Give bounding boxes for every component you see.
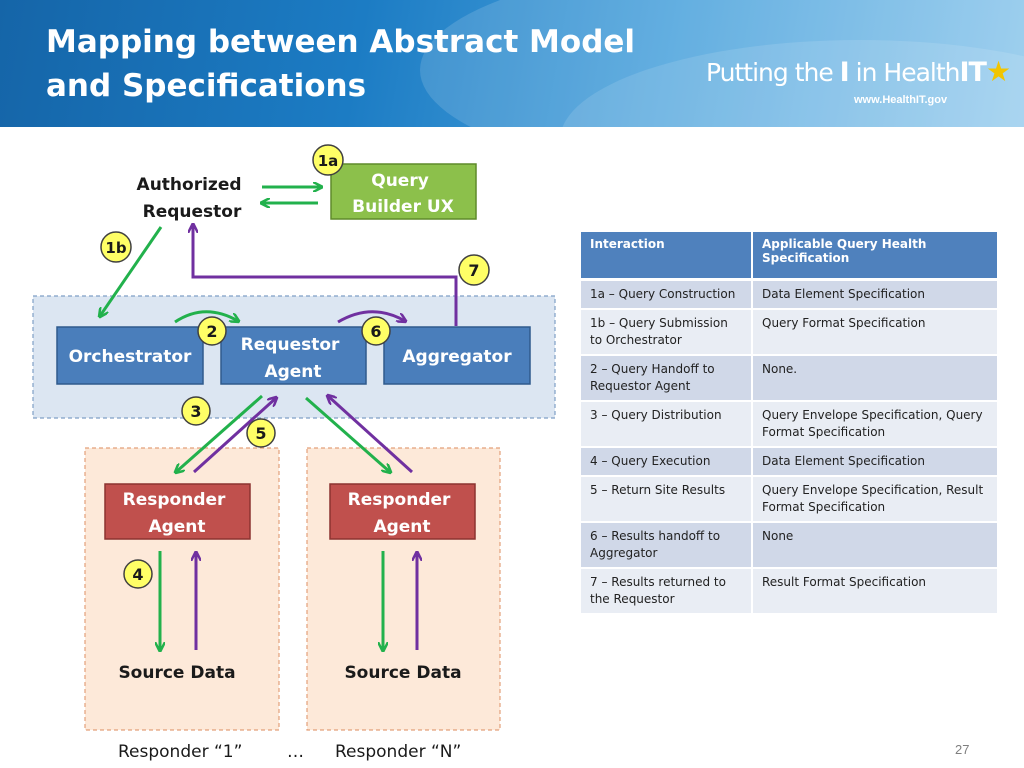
table-cell-interaction: 1b – Query Submission to Orchestrator <box>581 309 753 356</box>
step-badge-7: 7 <box>458 254 490 286</box>
arrow-3-right <box>305 396 390 472</box>
orchestrator-box <box>56 326 204 385</box>
step-badge-1b: 1b <box>100 231 132 263</box>
ellipsis-caption: … <box>287 742 304 762</box>
table-row: 7 – Results returned to the Requestor Re… <box>581 568 999 615</box>
star-icon: ★ <box>985 55 1011 88</box>
responder-agent-n-line-2: Agent <box>373 517 430 537</box>
table-cell-interaction: 7 – Results returned to the Requestor <box>581 568 753 615</box>
table-cell-specification: Query Envelope Specification, Query Form… <box>752 401 999 448</box>
table-row: 3 – Query Distribution Query Envelope Sp… <box>581 401 999 448</box>
logo-text-health: Health <box>883 58 960 87</box>
table-cell-interaction: 1a – Query Construction <box>581 279 753 310</box>
authorized-requestor-label: Authorized Requestor <box>137 175 248 222</box>
table-row: 6 – Results handoff to Aggregator None <box>581 522 999 569</box>
step-badge-6-label: 6 <box>370 322 381 341</box>
logo-text-it: IT <box>959 57 987 88</box>
table-cell-interaction: 2 – Query Handoff to Requestor Agent <box>581 355 753 402</box>
slide-title-line-2: and Specifications <box>46 68 367 104</box>
table-cell-interaction: 3 – Query Distribution <box>581 401 753 448</box>
query-builder-label: Query Builder UX <box>352 171 454 217</box>
step-badge-2: 2 <box>197 316 227 346</box>
responder-agent-n-box <box>329 483 476 540</box>
page-number: 27 <box>955 742 970 757</box>
step-badge-2-label: 2 <box>206 322 217 341</box>
table-cell-interaction: 5 – Return Site Results <box>581 476 753 523</box>
requestor-agent-line-1: Requestor <box>241 335 340 355</box>
step-badge-1a: 1a <box>312 144 344 176</box>
table-cell-interaction: 4 – Query Execution <box>581 447 753 477</box>
slide-title-line-1: Mapping between Abstract Model <box>46 24 636 60</box>
table-row: 1b – Query Submission to Orchestrator Qu… <box>581 309 999 356</box>
responder-agent-1-line-2: Agent <box>148 517 205 537</box>
table-cell-specification: Data Element Specification <box>752 279 999 310</box>
healthit-logo: Putting the I in HealthIT★ <box>706 55 1011 88</box>
responder-n-caption: Responder “N” <box>335 742 461 762</box>
arrow-3-left <box>176 394 263 472</box>
table-cell-specification: None <box>752 522 999 569</box>
orchestrator-label: Orchestrator <box>69 347 192 367</box>
arrow-5-right <box>328 396 414 474</box>
step-badge-7-label: 7 <box>468 261 479 280</box>
query-builder-line-2: Builder UX <box>352 197 454 217</box>
responder-1-caption: Responder “1” <box>118 742 242 762</box>
arrow-7 <box>193 225 458 326</box>
arrow-1b <box>100 226 163 316</box>
table-cell-specification: Data Element Specification <box>752 447 999 477</box>
table-cell-specification: Result Format Specification <box>752 568 999 615</box>
abstract-model-diagram: Authorized Requestor Query Builder UX Or… <box>0 127 580 768</box>
query-builder-line-1: Query <box>371 171 429 191</box>
logo-text-in: in <box>848 58 884 87</box>
step-badge-5: 5 <box>246 418 276 448</box>
aggregator-label: Aggregator <box>402 347 512 367</box>
spec-table: Interaction Applicable Query Health Spec… <box>581 232 999 615</box>
table-cell-specification: Query Format Specification <box>752 309 999 356</box>
step-badge-3-label: 3 <box>190 402 201 421</box>
query-builder-box <box>330 163 477 220</box>
step-badge-1b-label: 1b <box>105 239 126 257</box>
table-cell-specification: Query Envelope Specification, Result For… <box>752 476 999 523</box>
step-badge-4-label: 4 <box>132 565 143 584</box>
responder-agent-1-label: Responder Agent <box>123 490 232 537</box>
slide-title: Mapping between Abstract Model and Speci… <box>46 20 635 108</box>
arrow-6 <box>337 310 405 322</box>
table-cell-specification: None. <box>752 355 999 402</box>
table-row: 4 – Query Execution Data Element Specifi… <box>581 447 999 477</box>
source-data-n-label: Source Data <box>344 663 461 683</box>
responder-agent-n-label: Responder Agent <box>348 490 457 537</box>
aggregator-box <box>383 326 531 385</box>
responder-agent-1-line-1: Responder <box>123 490 226 510</box>
table-header-interaction: Interaction <box>581 232 753 281</box>
step-badge-5-label: 5 <box>255 424 266 443</box>
authorized-requestor-line-1: Authorized <box>137 175 242 195</box>
source-data-1-label: Source Data <box>118 663 235 683</box>
logo-url: www.HealthIT.gov <box>854 94 948 106</box>
slide-header: Mapping between Abstract Model and Speci… <box>0 0 1024 127</box>
step-badge-3: 3 <box>181 396 211 426</box>
logo-text-i: I <box>839 57 850 88</box>
logo-text-prefix: Putting the <box>706 58 840 87</box>
header-swoosh <box>420 0 1024 127</box>
authorized-requestor-line-2: Requestor <box>143 202 242 222</box>
responder-agent-n-line-1: Responder <box>348 490 451 510</box>
step-badge-1a-label: 1a <box>318 152 339 170</box>
table-row: 5 – Return Site Results Query Envelope S… <box>581 476 999 523</box>
step-badge-6: 6 <box>361 316 391 346</box>
arrow-5-left <box>192 398 276 474</box>
table-row: 2 – Query Handoff to Requestor Agent Non… <box>581 355 999 402</box>
responder-agent-1-box <box>104 483 251 540</box>
table-row: 1a – Query Construction Data Element Spe… <box>581 279 999 310</box>
arrow-2 <box>174 310 238 322</box>
requestor-agent-label: Requestor Agent <box>241 335 346 382</box>
requestor-agent-box <box>220 326 367 385</box>
table-header-row: Interaction Applicable Query Health Spec… <box>581 232 999 281</box>
requestor-agent-line-2: Agent <box>264 362 321 382</box>
step-badge-4: 4 <box>123 559 153 589</box>
table-header-specification: Applicable Query Health Specification <box>752 232 999 281</box>
table-cell-interaction: 6 – Results handoff to Aggregator <box>581 522 753 569</box>
